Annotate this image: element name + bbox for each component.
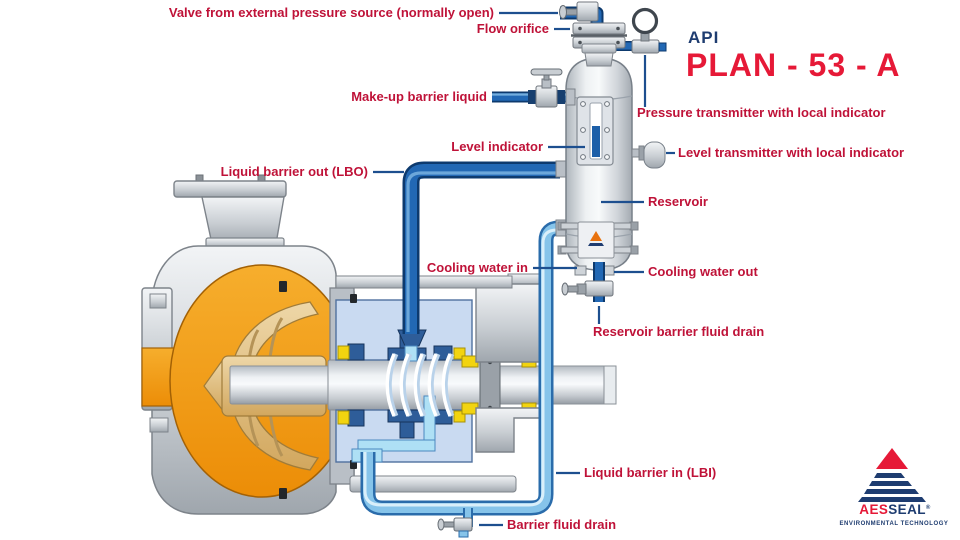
- label-cooling-water-in: Cooling water in: [427, 260, 528, 275]
- casing-bolt: [279, 488, 287, 499]
- seal-springs: [385, 352, 455, 418]
- label-level-transmitter: Level transmitter with local indicator: [678, 145, 904, 160]
- logo-seal: SEAL: [888, 502, 926, 517]
- title-plan: PLAN - 53 - A: [686, 47, 901, 83]
- casing-tab: [149, 293, 167, 309]
- label-makeup-barrier: Make-up barrier liquid: [351, 89, 487, 104]
- label-liquid-barrier-in: Liquid barrier in (LBI): [584, 465, 716, 480]
- cooling-water-in-nozzle: [574, 265, 587, 276]
- reservoir-drain-valve: [561, 262, 614, 302]
- logo-triangle-red: [876, 448, 908, 469]
- barrier-drain-valve: [437, 508, 473, 538]
- casing-tab: [149, 417, 169, 433]
- logo-stripe: [858, 497, 926, 502]
- makeup-valve: [528, 68, 565, 108]
- shaft-end-cap: [603, 365, 617, 405]
- label-level-indicator: Level indicator: [451, 139, 543, 154]
- seal-oring: [337, 345, 350, 360]
- label-pressure-transmitter: Pressure transmitter with local indicato…: [637, 105, 886, 120]
- discharge-neck: [201, 196, 285, 245]
- aesseal-logo: AESSEAL® ENVIRONMENTAL TECHNOLOGY: [840, 448, 949, 527]
- label-flow-orifice: Flow orifice: [477, 21, 549, 36]
- makeup-nozzle: [565, 88, 576, 106]
- logo-registered-mark: ®: [926, 504, 931, 511]
- vessel-neck-flange: [581, 43, 617, 54]
- label-valve-external: Valve from external pressure source (nor…: [169, 5, 494, 20]
- title-api: API: [688, 28, 719, 47]
- logo-aes: AES: [859, 502, 888, 517]
- label-barrier-fluid-drain: Barrier fluid drain: [507, 517, 616, 532]
- external-pressure-valve: [559, 1, 599, 22]
- nameplate-logo-icon: [588, 243, 604, 246]
- casing-bolt: [279, 281, 287, 292]
- logo-tagline: ENVIRONMENTAL TECHNOLOGY: [840, 521, 949, 527]
- label-reservoir: Reservoir: [648, 194, 708, 209]
- level-indicator-sight-glass: [576, 96, 614, 166]
- pressure-gauge: [631, 7, 667, 54]
- reservoir-group: [555, 57, 666, 302]
- label-liquid-barrier-out: Liquid barrier out (LBO): [221, 164, 368, 179]
- seal-oring: [453, 347, 466, 360]
- level-transmitter: [631, 141, 666, 169]
- top-assembly: [492, 1, 667, 108]
- label-reservoir-drain: Reservoir barrier fluid drain: [593, 324, 764, 339]
- vessel-neck: [584, 52, 614, 67]
- pump-cross-section: [141, 174, 617, 515]
- nameplate-logo-icon: [590, 231, 602, 241]
- api-plan-title: API PLAN - 53 - A: [686, 28, 901, 83]
- label-cooling-water-out: Cooling water out: [648, 264, 758, 279]
- seal-oring: [337, 410, 350, 425]
- seal-oring: [453, 410, 466, 423]
- logo-stripe: [864, 489, 919, 494]
- discharge-flange: [173, 180, 287, 198]
- logo-stripe: [869, 481, 912, 486]
- leader-lines: [373, 11, 675, 527]
- lbo-pipe: [402, 161, 560, 334]
- logo-stripe: [874, 473, 905, 478]
- labels: Valve from external pressure source (nor…: [169, 5, 904, 532]
- lbi-pipe: [360, 220, 567, 516]
- logo-wordmark: AESSEAL®: [859, 502, 931, 517]
